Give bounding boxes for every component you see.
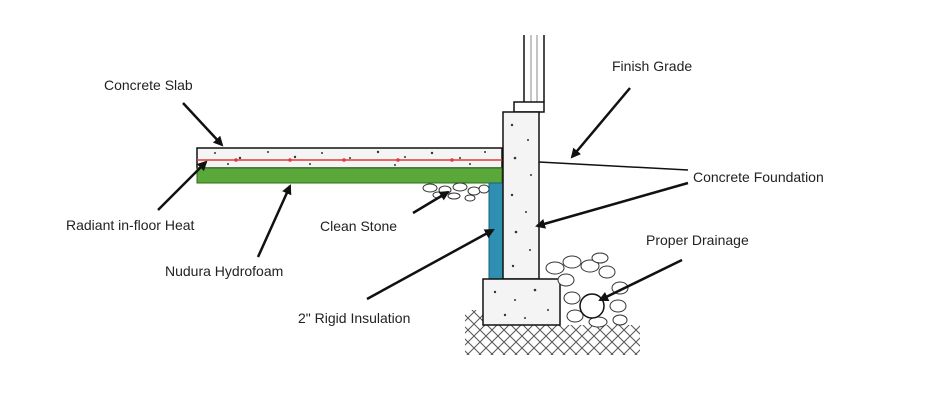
clean-stone	[422, 182, 490, 202]
leader-arrows	[157, 87, 689, 302]
foundation-wall	[502, 111, 540, 280]
arrow-proper-drainage	[598, 258, 683, 302]
arrow-concrete-foundation	[535, 181, 689, 229]
label-finish-grade: Finish Grade	[612, 58, 692, 74]
upper-wall	[513, 35, 545, 113]
arrow-hydrofoam	[256, 184, 292, 258]
drainage-gravel	[545, 252, 629, 328]
label-concrete-slab: Concrete Slab	[104, 77, 193, 93]
label-concrete-foundation: Concrete Foundation	[693, 169, 824, 185]
drain-pipe	[579, 293, 605, 319]
foundation-speckle	[493, 123, 549, 319]
radiant-heat-dots	[234, 158, 454, 162]
label-clean-stone: Clean Stone	[320, 218, 397, 234]
label-hydrofoam: Nudura Hydrofoam	[165, 263, 283, 279]
finish-grade-line	[538, 161, 689, 171]
label-proper-drainage: Proper Drainage	[646, 232, 749, 248]
hydrofoam-layer	[196, 167, 503, 184]
arrow-radiant-heat	[157, 160, 208, 211]
label-radiant-heat: Radiant in-floor Heat	[66, 217, 195, 233]
arrow-concrete-slab	[182, 102, 224, 147]
footing	[482, 278, 561, 326]
arrow-finish-grade	[570, 87, 631, 159]
arrow-clean-stone	[412, 190, 450, 215]
slab-speckle	[214, 150, 486, 166]
label-rigid-insulation: 2" Rigid Insulation	[298, 310, 410, 326]
arrow-rigid-insulation	[366, 228, 495, 301]
